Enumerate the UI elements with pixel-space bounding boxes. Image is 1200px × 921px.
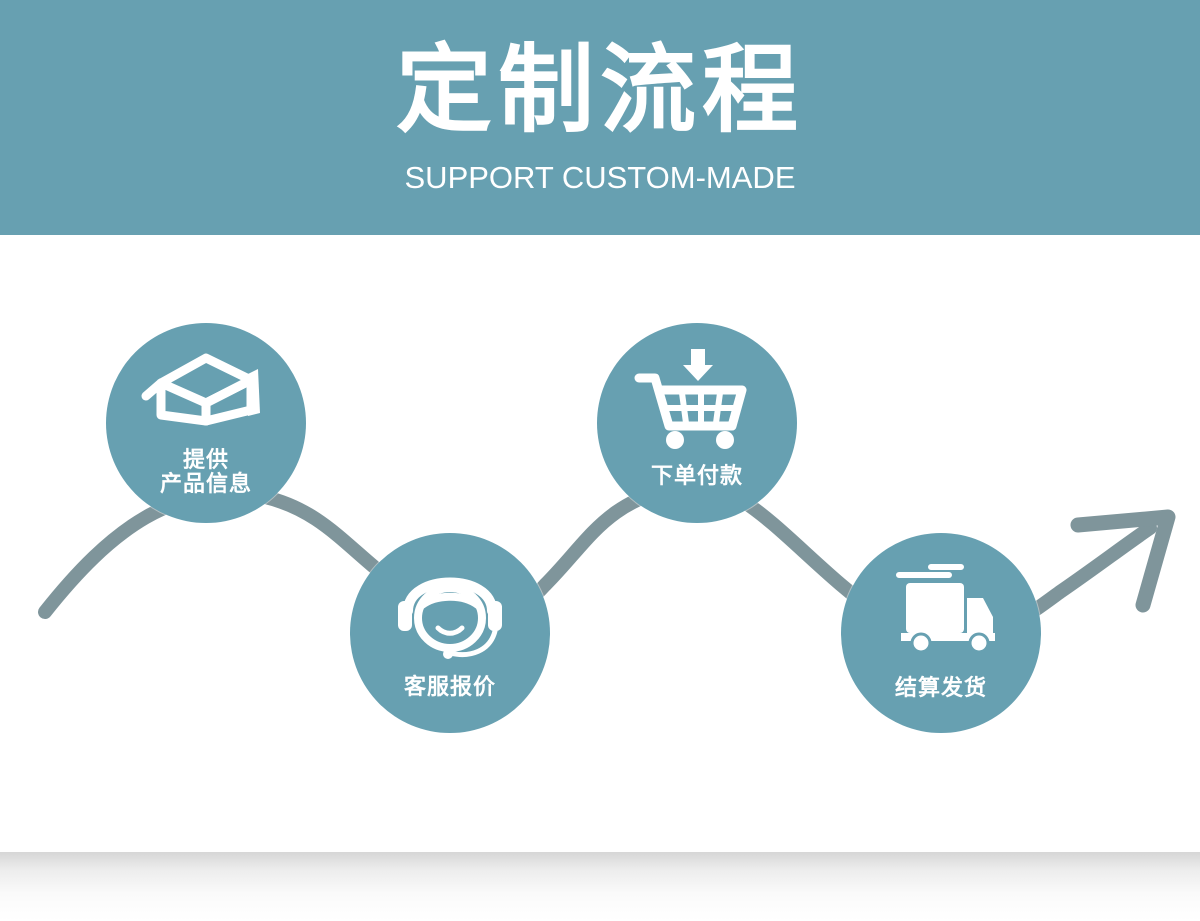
step-provide-info: 提供 产品信息 — [106, 323, 306, 523]
cart-icon — [634, 349, 747, 449]
arrow-head-icon — [1070, 509, 1176, 613]
step-label: 提供 产品信息 — [159, 448, 252, 497]
step-label: 客服报价 — [403, 675, 496, 700]
step-label: 下单付款 — [650, 464, 743, 489]
step-label: 结算发货 — [894, 676, 987, 701]
page-title: 定制流程 — [396, 34, 804, 146]
box-icon — [141, 353, 260, 426]
page-subtitle: SUPPORT CUSTOM-MADE — [404, 160, 796, 195]
bottom-shadow — [0, 852, 1200, 921]
step-quote: 客服报价 — [350, 533, 550, 733]
header-banner: 定制流程 SUPPORT CUSTOM-MADE — [0, 0, 1200, 235]
truck-icon — [896, 564, 995, 654]
step-delivery: 结算发货 — [841, 533, 1041, 733]
step-payment: 下单付款 — [597, 323, 797, 523]
headset-icon — [398, 577, 502, 659]
